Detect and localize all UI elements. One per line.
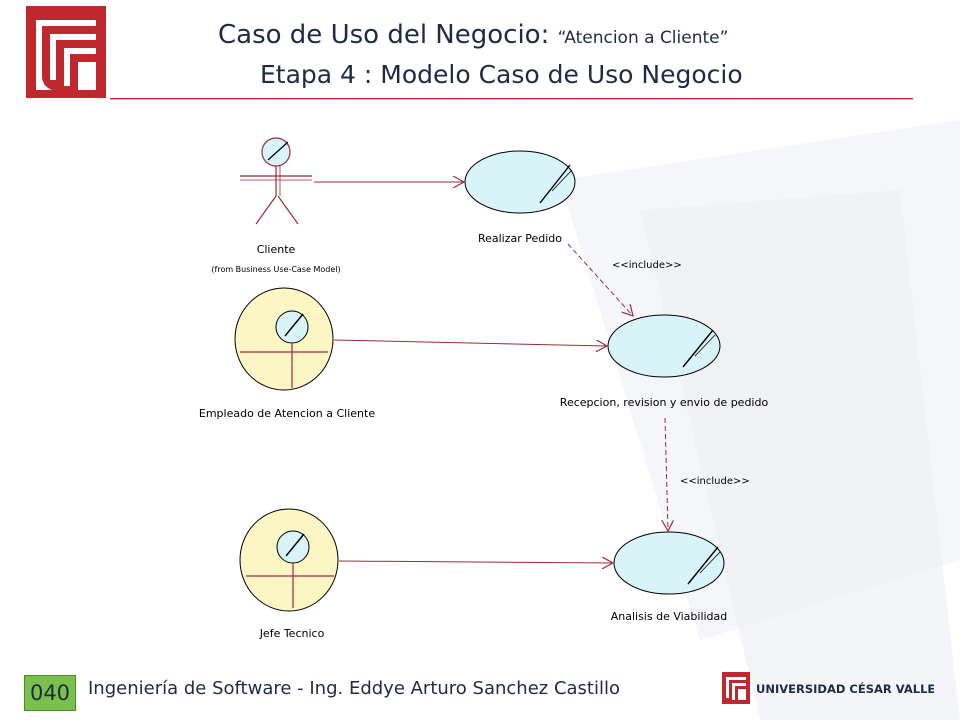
title-prefix: Caso de Uso del Negocio: [218,20,558,50]
title-divider [110,98,913,99]
usecase-realizar-pedido[interactable] [464,150,576,214]
worker-empleado[interactable] [234,287,334,391]
actor-cliente-label: Cliente [257,243,296,256]
actor-cliente[interactable] [240,137,312,225]
university-logo-icon [26,6,106,98]
include-label-2: <<include>> [680,476,750,487]
usecase-analisis-label: Analisis de Viabilidad [611,610,728,623]
include-recepcion-analisis [665,417,668,531]
title-case-name: “Atencion a Cliente” [557,28,729,48]
association-jefe-analisis [338,561,613,563]
slide-number-badge: 040 [24,675,76,711]
university-wordmark: UNIVERSIDAD CÉSAR VALLEJO [722,672,934,704]
usecase-realizar-pedido-label: Realizar Pedido [478,232,562,245]
usecase-analisis-viabilidad[interactable] [613,531,725,595]
worker-jefe-tecnico[interactable] [239,508,339,612]
actor-cliente-note: (from Business Use-Case Model) [211,265,340,274]
usecase-recepcion-label: Recepcion, revision y envio de pedido [560,396,769,409]
include-realizar-recepcion [567,243,633,316]
university-name: UNIVERSIDAD CÉSAR VALLEJO [756,681,934,696]
worker-empleado-label: Empleado de Atencion a Cliente [199,407,375,420]
page-title: Caso de Uso del Negocio: “Atencion a Cli… [218,20,728,50]
page-subtitle: Etapa 4 : Modelo Caso de Uso Negocio [260,60,743,89]
usecase-recepcion[interactable] [607,314,721,378]
worker-jefe-tecnico-label: Jefe Tecnico [259,627,325,640]
footer-text: Ingeniería de Software - Ing. Eddye Artu… [88,678,621,699]
association-empleado-recepcion [333,339,607,346]
include-label-1: <<include>> [612,260,682,271]
